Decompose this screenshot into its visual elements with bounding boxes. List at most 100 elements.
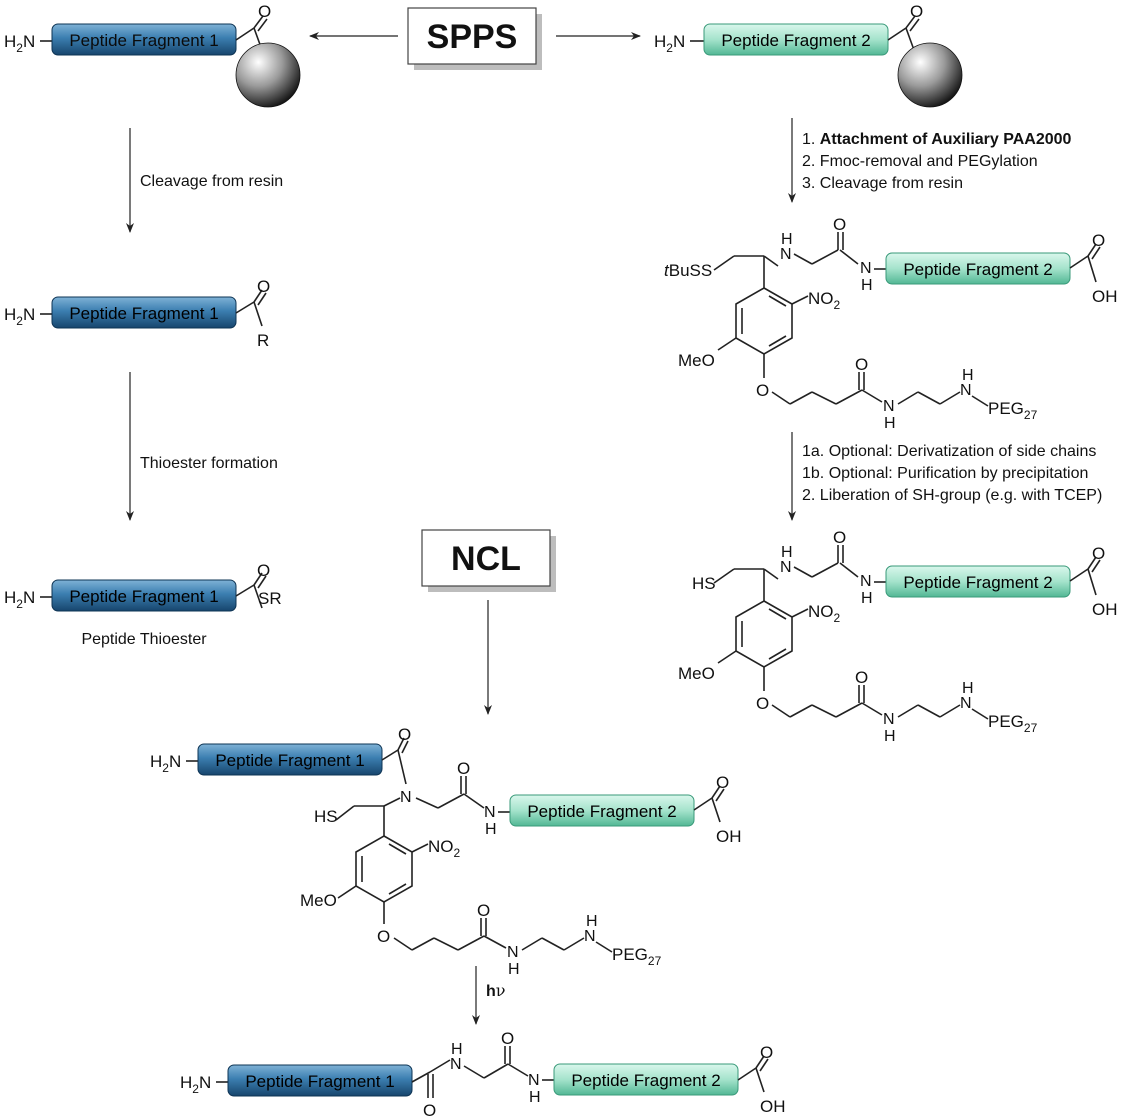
svg-text:R: R xyxy=(257,331,269,350)
svg-text:NO2: NO2 xyxy=(808,602,841,625)
svg-text:N: N xyxy=(780,246,792,263)
svg-text:O: O xyxy=(716,773,729,792)
step-r1-l3: 3. Cleavage from resin xyxy=(802,175,963,192)
svg-text:SR: SR xyxy=(258,589,282,608)
ncl-box: NCL xyxy=(421,529,556,592)
svg-text:NO2: NO2 xyxy=(808,289,841,312)
svg-text:O: O xyxy=(855,355,868,374)
step-r2-l3: 2. Liberation of SH-group (e.g. with TCE… xyxy=(802,487,1102,504)
svg-text:N: N xyxy=(528,1072,540,1089)
svg-text:H2N: H2N xyxy=(654,32,685,55)
svg-text:O: O xyxy=(257,277,270,296)
svg-text:MeO: MeO xyxy=(678,664,715,683)
svg-text:O: O xyxy=(258,2,271,21)
svg-text:H: H xyxy=(508,961,520,978)
svg-text:tBuSS: tBuSS xyxy=(664,261,712,280)
ncl-label: NCL xyxy=(451,540,521,578)
svg-text:N: N xyxy=(960,695,972,712)
svg-text:OH: OH xyxy=(1092,287,1118,306)
svg-text:Peptide Fragment 1: Peptide Fragment 1 xyxy=(69,304,218,323)
svg-text:H: H xyxy=(861,277,873,294)
spps-box: SPPS xyxy=(407,7,542,70)
svg-text:N: N xyxy=(860,260,872,277)
svg-text:N: N xyxy=(960,382,972,399)
svg-text:Peptide Fragment 2: Peptide Fragment 2 xyxy=(903,260,1052,279)
fragment2-resin: H2N Peptide Fragment 2 O xyxy=(654,2,963,108)
svg-text:N: N xyxy=(450,1056,462,1073)
svg-text:O: O xyxy=(398,725,411,744)
svg-text:H2N: H2N xyxy=(4,305,35,328)
fragment1-acid: H2N Peptide Fragment 1 O R xyxy=(4,277,270,350)
peptide-thioester-label: Peptide Thioester xyxy=(81,631,207,648)
svg-text:H: H xyxy=(962,680,974,697)
svg-text:H2N: H2N xyxy=(180,1073,211,1096)
svg-text:O: O xyxy=(457,759,470,778)
svg-text:H2N: H2N xyxy=(4,588,35,611)
svg-text:Peptide Fragment 2: Peptide Fragment 2 xyxy=(527,802,676,821)
svg-text:Peptide Fragment 2: Peptide Fragment 2 xyxy=(903,573,1052,592)
spps-label: SPPS xyxy=(427,18,518,56)
svg-text:N: N xyxy=(780,559,792,576)
ncl-product-molecule: H2N Peptide Fragment 1 O N HS O N H Pept… xyxy=(150,725,742,978)
auxiliary-molecule-protected: tBuSS N H O N H Peptide Fragment 2 O OH … xyxy=(664,215,1118,432)
svg-text:O: O xyxy=(760,1043,773,1062)
svg-text:H: H xyxy=(529,1089,541,1106)
svg-text:OH: OH xyxy=(716,827,742,846)
svg-text:PEG27: PEG27 xyxy=(612,945,662,968)
svg-text:O: O xyxy=(423,1101,436,1120)
svg-text:Peptide Fragment 1: Peptide Fragment 1 xyxy=(69,587,218,606)
step-thioester: Thioester formation xyxy=(140,455,278,472)
svg-text:H: H xyxy=(781,231,793,248)
step-r1-l1: 1. Attachment of Auxiliary PAA2000 xyxy=(802,131,1072,148)
svg-text:N: N xyxy=(883,711,895,728)
fragment1-resin: H2N Peptide Fragment 1 O xyxy=(4,2,301,108)
svg-text:O: O xyxy=(501,1029,514,1048)
svg-text:H: H xyxy=(884,415,896,432)
hv-label: hν xyxy=(486,981,506,1000)
svg-text:H2N: H2N xyxy=(4,32,35,55)
svg-text:H: H xyxy=(861,590,873,607)
svg-text:O: O xyxy=(377,927,390,946)
svg-text:N: N xyxy=(860,573,872,590)
svg-text:O: O xyxy=(257,561,270,580)
svg-text:Peptide Fragment 1: Peptide Fragment 1 xyxy=(245,1072,394,1091)
svg-text:O: O xyxy=(855,668,868,687)
svg-text:H: H xyxy=(451,1041,463,1058)
svg-text:H: H xyxy=(962,367,974,384)
svg-text:PEG27: PEG27 xyxy=(988,712,1038,735)
svg-text:N: N xyxy=(484,804,496,821)
svg-text:O: O xyxy=(756,381,769,400)
svg-text:H: H xyxy=(884,728,896,745)
svg-text:O: O xyxy=(1092,544,1105,563)
svg-text:O: O xyxy=(833,215,846,234)
svg-text:O: O xyxy=(1092,231,1105,250)
svg-text:MeO: MeO xyxy=(300,891,337,910)
svg-text:OH: OH xyxy=(1092,600,1118,619)
resin-bead-2 xyxy=(897,42,963,108)
auxiliary-molecule-free-thiol: HS N H O N H Peptide Fragment 2 O OH NO2… xyxy=(678,528,1118,745)
svg-text:O: O xyxy=(910,2,923,21)
svg-text:H2N: H2N xyxy=(150,752,181,775)
svg-text:H: H xyxy=(586,913,598,930)
svg-text:PEG27: PEG27 xyxy=(988,399,1038,422)
svg-text:OH: OH xyxy=(760,1097,786,1116)
svg-text:N: N xyxy=(400,789,412,806)
fragment1-label: Peptide Fragment 1 xyxy=(69,31,218,50)
resin-bead-1 xyxy=(235,42,301,108)
step-r2-l2: 1b. Optional: Purification by precipitat… xyxy=(802,465,1088,482)
svg-text:O: O xyxy=(477,901,490,920)
final-ligated-product: H2N Peptide Fragment 1 O N H O N H Pepti… xyxy=(180,1029,786,1120)
svg-text:HS: HS xyxy=(692,574,716,593)
fragment2-label: Peptide Fragment 2 xyxy=(721,31,870,50)
svg-text:NO2: NO2 xyxy=(428,837,461,860)
svg-text:N: N xyxy=(584,928,596,945)
step-cleavage: Cleavage from resin xyxy=(140,173,283,190)
svg-text:Peptide Fragment 2: Peptide Fragment 2 xyxy=(571,1071,720,1090)
svg-text:N: N xyxy=(507,944,519,961)
svg-text:H: H xyxy=(781,544,793,561)
svg-text:H: H xyxy=(485,821,497,838)
step-r2-l1: 1a. Optional: Derivatization of side cha… xyxy=(802,443,1096,460)
svg-text:O: O xyxy=(833,528,846,547)
svg-text:N: N xyxy=(883,398,895,415)
